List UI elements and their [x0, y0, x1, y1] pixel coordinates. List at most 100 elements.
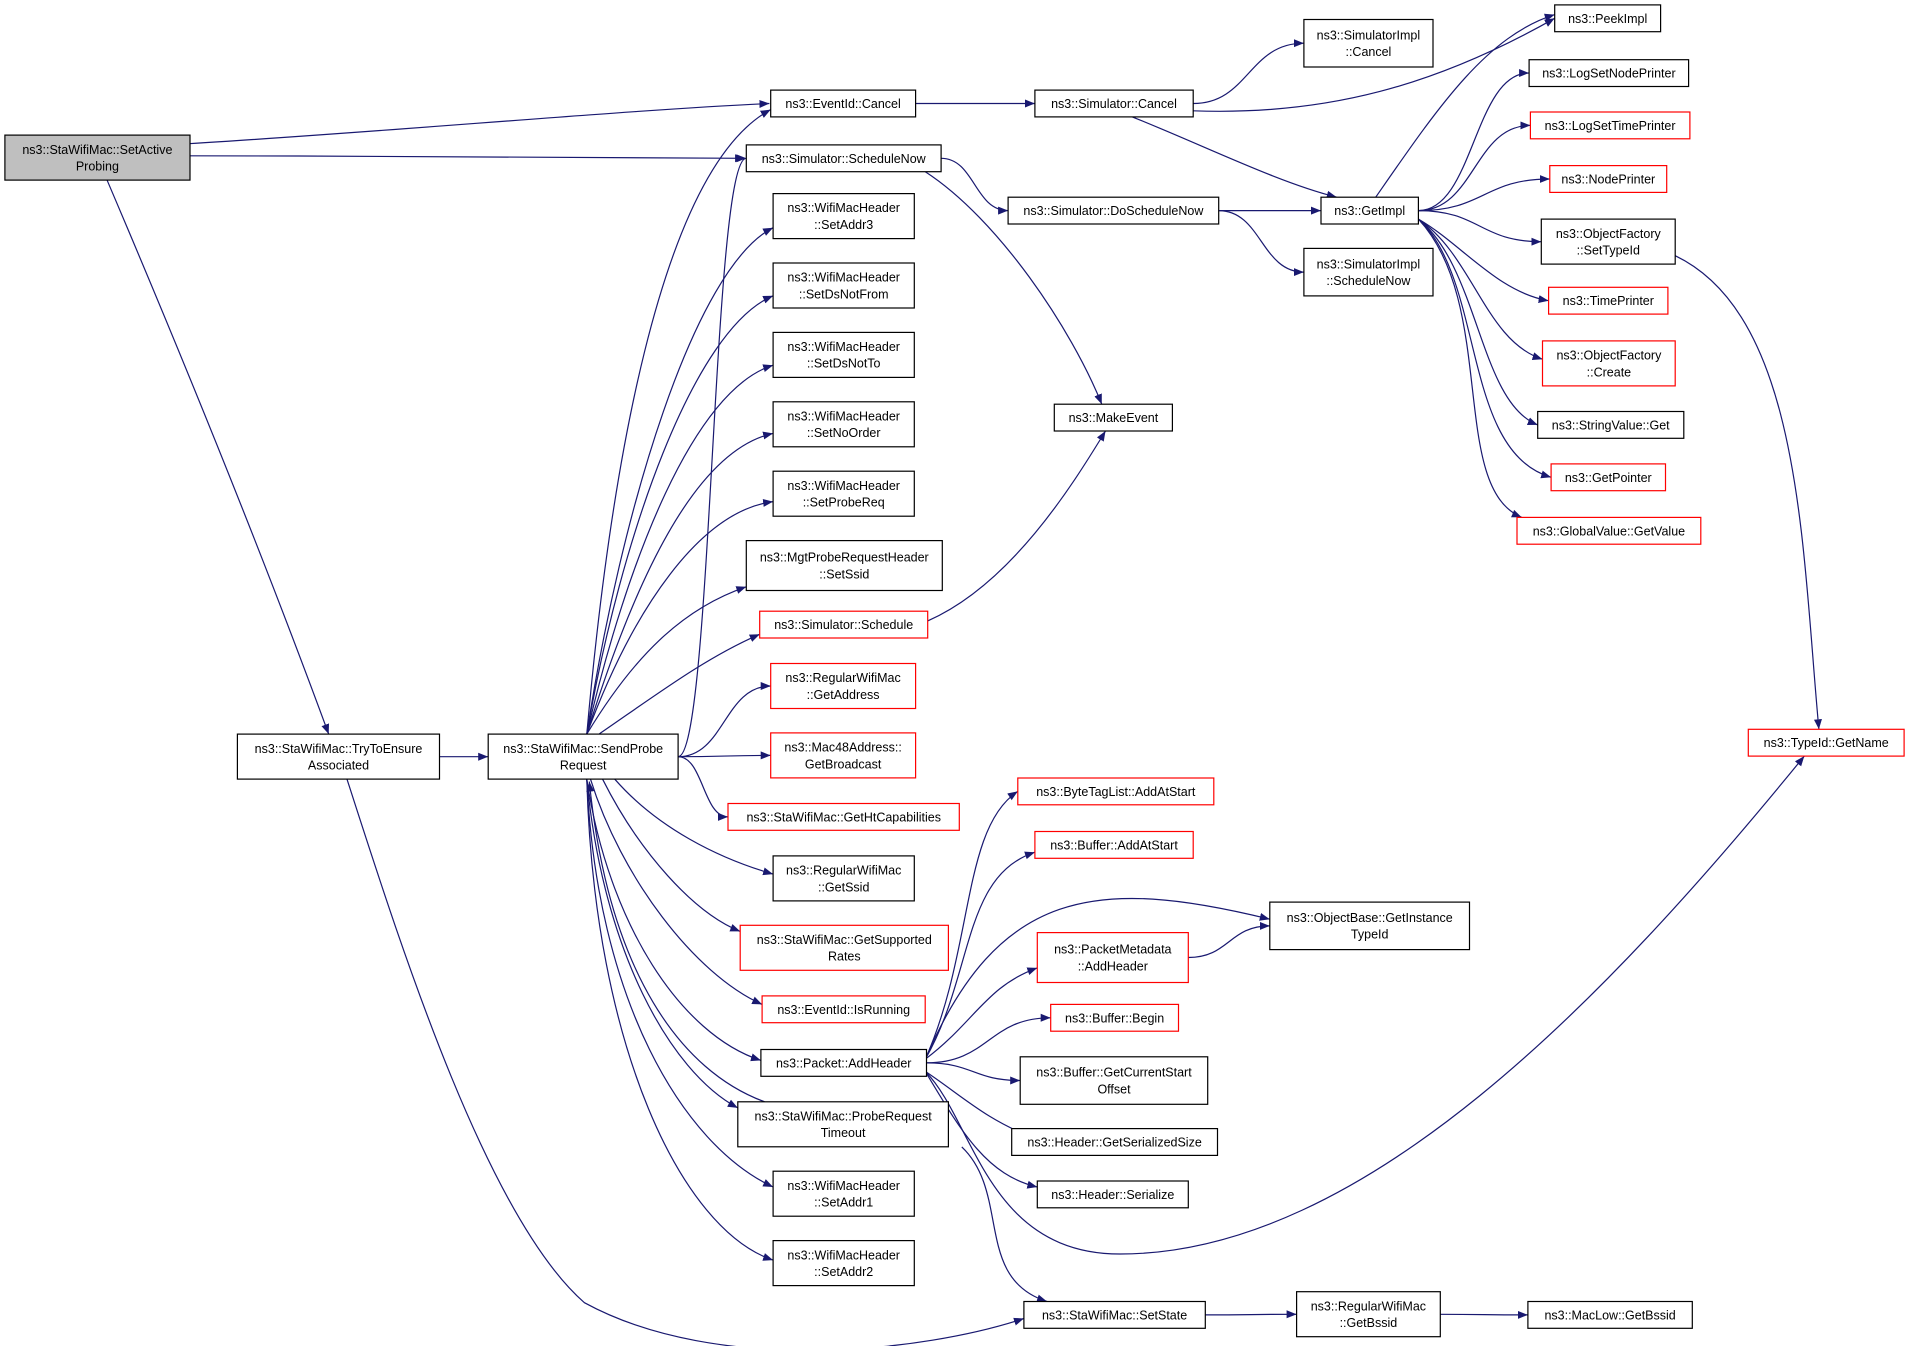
- node-settypeid[interactable]: ns3::ObjectFactory::SetTypeId: [1540, 218, 1676, 265]
- node-hdrsersize[interactable]: ns3::Header::GetSerializedSize: [1011, 1127, 1219, 1156]
- node-label: ns3::Mac48Address::: [784, 741, 901, 755]
- node-box: [772, 193, 915, 240]
- edge-root-to-tryassoc: [106, 179, 330, 735]
- node-label: ns3::NodePrinter: [1561, 173, 1655, 187]
- node-label: ns3::StaWifiMac::GetHtCapabilities: [746, 810, 941, 824]
- node-box: [772, 855, 915, 902]
- node-label: ns3::Buffer::Begin: [1065, 1011, 1164, 1025]
- node-box: [1303, 247, 1434, 297]
- node-lognode[interactable]: ns3::LogSetNodePrinter: [1528, 59, 1690, 88]
- node-implschednow[interactable]: ns3::SimulatorImpl::ScheduleNow: [1303, 247, 1434, 297]
- node-simcancel[interactable]: ns3::Simulator::Cancel: [1034, 89, 1194, 118]
- node-typeidname[interactable]: ns3::TypeId::GetName: [1747, 728, 1905, 757]
- edge-sendprobe-to-probetimeout: [586, 779, 739, 1109]
- node-bufadd[interactable]: ns3::Buffer::AddAtStart: [1034, 830, 1194, 859]
- node-schednow[interactable]: ns3::Simulator::ScheduleNow: [745, 144, 942, 173]
- edge-root-to-evcancel: [188, 99, 770, 145]
- node-box: [772, 262, 915, 309]
- node-pktaddhdr[interactable]: ns3::Packet::AddHeader: [760, 1048, 928, 1077]
- node-label: ::SetAddr3: [814, 218, 873, 232]
- node-box: [1516, 516, 1702, 545]
- node-getssid[interactable]: ns3::RegularWifiMac::GetSsid: [772, 855, 915, 902]
- node-label: ns3::ObjectFactory: [1556, 349, 1662, 363]
- node-peekimpl[interactable]: ns3::PeekImpl: [1554, 4, 1662, 33]
- edge-getimpl-to-settypeid: [1418, 210, 1542, 246]
- nodes-layer: ns3::StaWifiMac::SetActiveProbingns3::St…: [4, 4, 1905, 1338]
- edge-simcancel-to-implcancel: [1193, 39, 1304, 105]
- edge-sendprobe-to-dsnotfrom: [586, 295, 774, 735]
- node-nodeprinter[interactable]: ns3::NodePrinter: [1549, 165, 1668, 194]
- node-box: [1527, 1300, 1693, 1329]
- node-pmaddhdr[interactable]: ns3::PacketMetadata::AddHeader: [1036, 931, 1189, 984]
- node-btladd[interactable]: ns3::ByteTagList::AddAtStart: [1017, 777, 1215, 806]
- node-label: ns3::StaWifiMac::ProbeRequest: [755, 1110, 933, 1124]
- node-label: TypeId: [1351, 928, 1389, 942]
- node-simsched[interactable]: ns3::Simulator::Schedule: [759, 610, 929, 639]
- node-makeevent[interactable]: ns3::MakeEvent: [1053, 403, 1174, 432]
- node-gethtcap[interactable]: ns3::StaWifiMac::GetHtCapabilities: [727, 802, 960, 831]
- node-ofcreate[interactable]: ns3::ObjectFactory::Create: [1541, 340, 1676, 387]
- node-label: ns3::Buffer::GetCurrentStart: [1036, 1066, 1192, 1080]
- node-box: [236, 733, 441, 780]
- node-logtime[interactable]: ns3::LogSetTimePrinter: [1529, 111, 1691, 140]
- node-getaddress[interactable]: ns3::RegularWifiMac::GetAddress: [770, 662, 917, 710]
- node-addr3[interactable]: ns3::WifiMacHeader::SetAddr3: [772, 193, 915, 240]
- node-getimpl[interactable]: ns3::GetImpl: [1320, 196, 1420, 225]
- edge-pktaddhdr-to-bufcurstart: [926, 1062, 1021, 1085]
- node-strget[interactable]: ns3::StringValue::Get: [1537, 410, 1685, 439]
- node-box: [1036, 931, 1189, 984]
- node-label: ns3::EventId::Cancel: [785, 97, 900, 111]
- node-evcancel[interactable]: ns3::EventId::Cancel: [770, 89, 917, 118]
- node-label: ns3::EventId::IsRunning: [777, 1003, 910, 1017]
- node-label: ns3::WifiMacHeader: [787, 409, 900, 423]
- node-dosched[interactable]: ns3::Simulator::DoScheduleNow: [1007, 196, 1220, 225]
- node-isrunning[interactable]: ns3::EventId::IsRunning: [761, 995, 926, 1024]
- node-label: ns3::StaWifiMac::TryToEnsure: [255, 742, 423, 756]
- node-bufbegin[interactable]: ns3::Buffer::Begin: [1050, 1003, 1180, 1032]
- edge-sendprobe-to-schednow: [677, 154, 747, 758]
- node-gvgetvalue[interactable]: ns3::GlobalValue::GetValue: [1516, 516, 1702, 545]
- edge-getimpl-to-strget: [1418, 218, 1538, 426]
- edge-getimpl-to-lognode: [1418, 69, 1530, 212]
- node-box: [1023, 1300, 1206, 1329]
- node-label: ::SetTypeId: [1577, 244, 1640, 258]
- edge-pmaddhdr-to-objbase: [1188, 921, 1270, 959]
- node-label: ::SetSsid: [819, 567, 869, 581]
- node-implcancel[interactable]: ns3::SimulatorImpl::Cancel: [1303, 18, 1434, 68]
- node-box: [761, 995, 926, 1024]
- node-setstate[interactable]: ns3::StaWifiMac::SetState: [1023, 1300, 1206, 1329]
- node-box: [1540, 218, 1676, 265]
- node-maclowbssid[interactable]: ns3::MacLow::GetBssid: [1527, 1300, 1693, 1329]
- node-hdrser[interactable]: ns3::Header::Serialize: [1036, 1180, 1189, 1209]
- node-getbssid[interactable]: ns3::RegularWifiMac::GetBssid: [1295, 1291, 1441, 1338]
- node-getbcast[interactable]: ns3::Mac48Address::GetBroadcast: [770, 732, 917, 779]
- node-dsnotto[interactable]: ns3::WifiMacHeader::SetDsNotTo: [772, 331, 915, 378]
- node-addr2[interactable]: ns3::WifiMacHeader::SetAddr2: [772, 1239, 915, 1287]
- node-box: [1537, 410, 1685, 439]
- node-box: [487, 733, 679, 780]
- node-box: [1554, 4, 1662, 33]
- node-label: ns3::WifiMacHeader: [787, 340, 900, 354]
- edge-probetimeout-to-sendprobe: [586, 781, 765, 1103]
- node-addr1[interactable]: ns3::WifiMacHeader::SetAddr1: [772, 1170, 915, 1217]
- node-label: ns3::TypeId::GetName: [1764, 736, 1889, 750]
- node-label: ns3::TimePrinter: [1563, 294, 1654, 308]
- node-setssid[interactable]: ns3::MgtProbeRequestHeader::SetSsid: [745, 539, 943, 592]
- node-label: ns3::ObjectBase::GetInstance: [1287, 911, 1453, 925]
- edge-sendprobe-to-simsched: [598, 633, 760, 735]
- node-probereq[interactable]: ns3::WifiMacHeader::SetProbeReq: [772, 470, 915, 517]
- node-noorder[interactable]: ns3::WifiMacHeader::SetNoOrder: [772, 401, 915, 448]
- node-getpointer[interactable]: ns3::GetPointer: [1550, 463, 1667, 492]
- node-dsnotfrom[interactable]: ns3::WifiMacHeader::SetDsNotFrom: [772, 262, 915, 309]
- node-timeprinter[interactable]: ns3::TimePrinter: [1547, 286, 1669, 315]
- node-label: ::GetSsid: [818, 880, 869, 894]
- node-label: ::Create: [1587, 365, 1632, 379]
